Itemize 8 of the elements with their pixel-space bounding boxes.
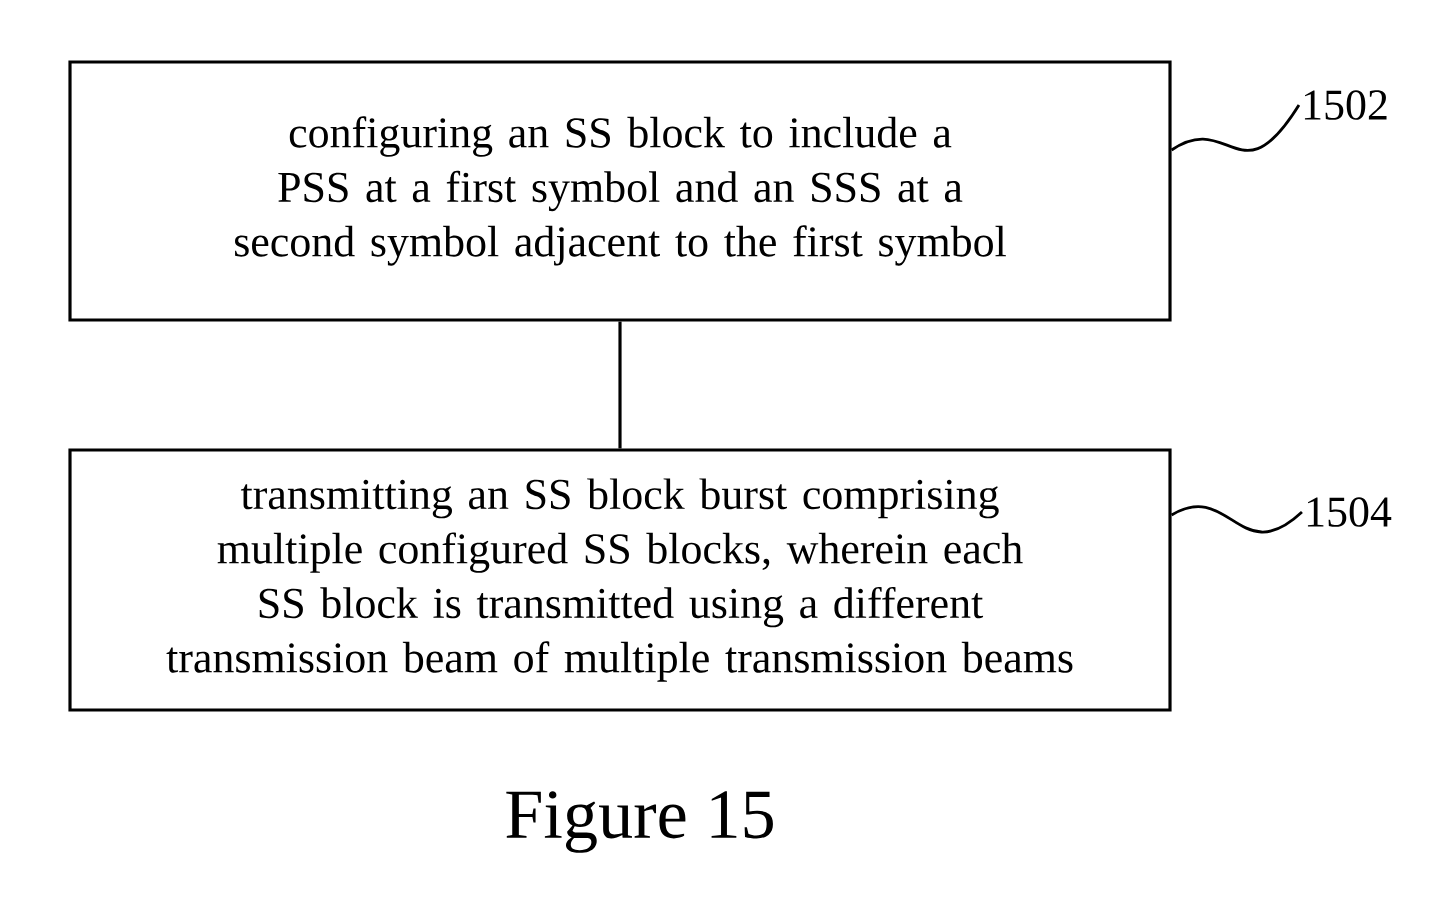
reference-number: 1504 — [1307, 497, 1392, 527]
figure-caption: Figure 15 — [506, 791, 773, 853]
leader-line — [1171, 505, 1303, 534]
reference-number: 1502 — [1304, 90, 1387, 120]
connector-line — [618, 321, 622, 449]
process-box: transmitting an SS block burst comprising multiple configured SS blocks, wherein each SS block is transmitted using a different transmission beam of multiple transmission beams — [68, 448, 1172, 712]
process-box: configuring an SS block to include a PSS at a first symbol and an SSS at a second symbol adjacent to the first symbol — [68, 60, 1172, 322]
leader-line — [1170, 104, 1301, 152]
